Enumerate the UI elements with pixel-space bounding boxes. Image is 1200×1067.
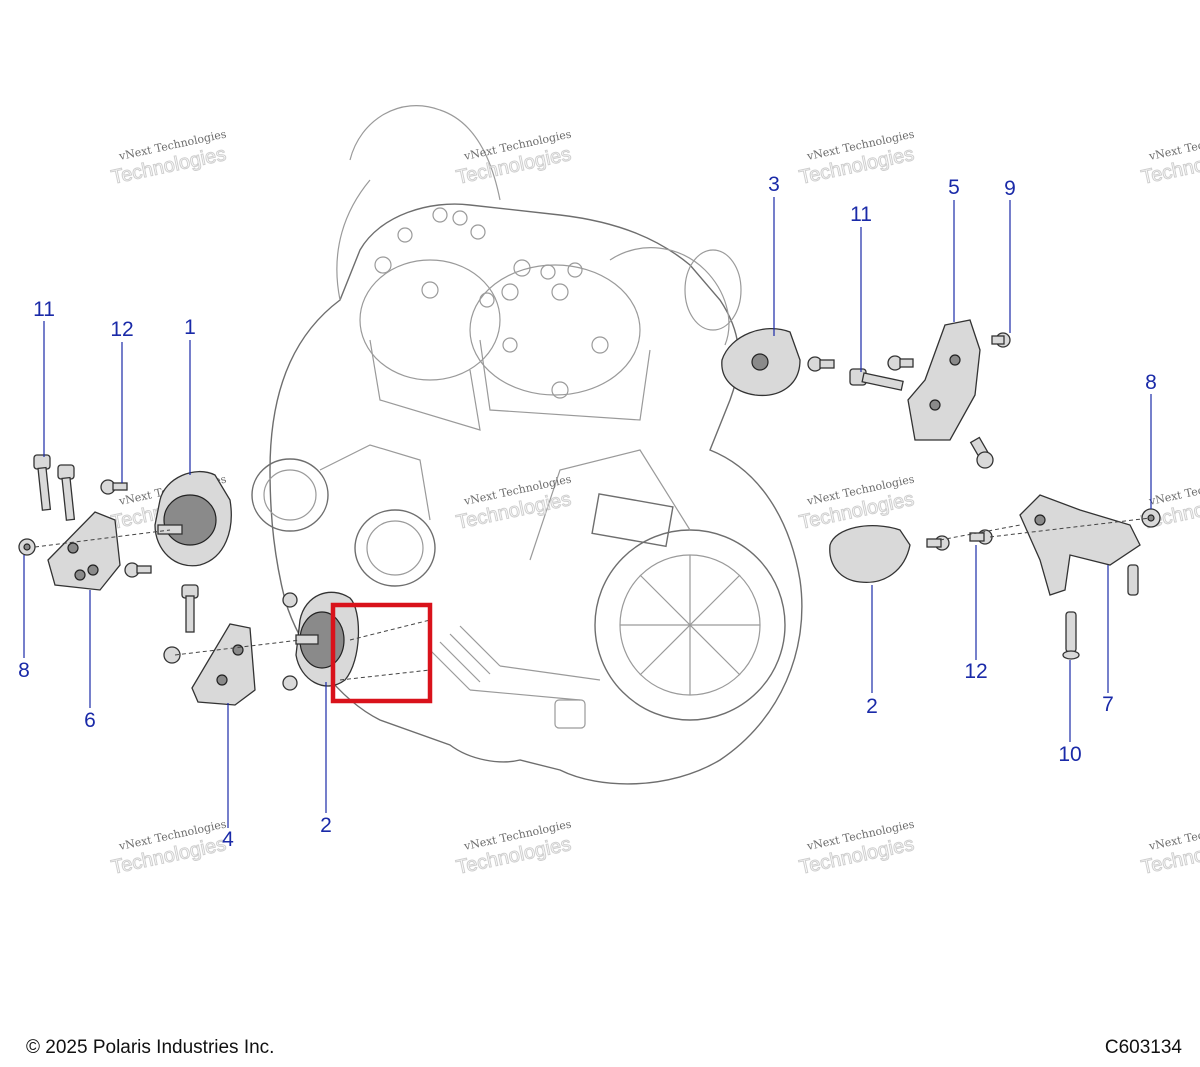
callout-5: 5 bbox=[948, 176, 960, 199]
callout-2-right: 2 bbox=[866, 695, 878, 718]
highlight-box bbox=[330, 602, 433, 704]
nut-part-8-right bbox=[1141, 508, 1161, 528]
callout-2-left: 2 bbox=[320, 814, 332, 837]
bracket-part-4 bbox=[163, 623, 256, 706]
callout-1: 1 bbox=[184, 316, 196, 339]
bracket-part-6 bbox=[47, 511, 121, 591]
bracket-part-5 bbox=[907, 319, 994, 469]
callout-9: 9 bbox=[1004, 177, 1016, 200]
callout-4: 4 bbox=[222, 828, 234, 851]
screw-part-12-left bbox=[100, 479, 152, 578]
callout-8-left: 8 bbox=[18, 659, 30, 682]
callout-8-right: 8 bbox=[1145, 371, 1157, 394]
nut-part-8-left bbox=[18, 538, 36, 556]
engine-mount-part-1 bbox=[154, 470, 232, 567]
callout-12-right: 12 bbox=[964, 660, 987, 683]
bracket-part-7 bbox=[1019, 494, 1141, 596]
callout-12-left: 12 bbox=[110, 318, 133, 341]
alignment-lines bbox=[34, 517, 1151, 681]
callout-10: 10 bbox=[1058, 743, 1081, 766]
bolt-part-11-left bbox=[33, 454, 76, 521]
screw-part-12-right bbox=[926, 529, 993, 551]
engine-mount-part-3 bbox=[721, 328, 835, 397]
callout-7: 7 bbox=[1102, 693, 1114, 716]
callout-numbers: 11 12 1 8 6 4 2 3 11 5 9 8 2 12 7 10 bbox=[18, 173, 1157, 851]
callout-3: 3 bbox=[768, 173, 780, 196]
engine-illustration bbox=[251, 105, 803, 785]
parts bbox=[18, 319, 1161, 706]
engine-mount-part-2-right bbox=[829, 524, 911, 583]
callout-leaders bbox=[23, 197, 1152, 828]
callout-6: 6 bbox=[84, 709, 96, 732]
screw-part-9 bbox=[991, 332, 1011, 348]
copyright-text: © 2025 Polaris Industries Inc. bbox=[26, 1037, 275, 1058]
bolt-part-center-left bbox=[181, 584, 199, 633]
callout-11-left: 11 bbox=[33, 298, 55, 321]
stud-part-10 bbox=[1062, 564, 1139, 660]
figure-code: C603134 bbox=[1104, 1037, 1182, 1058]
bolt-part-11-right bbox=[849, 355, 914, 391]
callout-11-right: 11 bbox=[850, 203, 872, 226]
